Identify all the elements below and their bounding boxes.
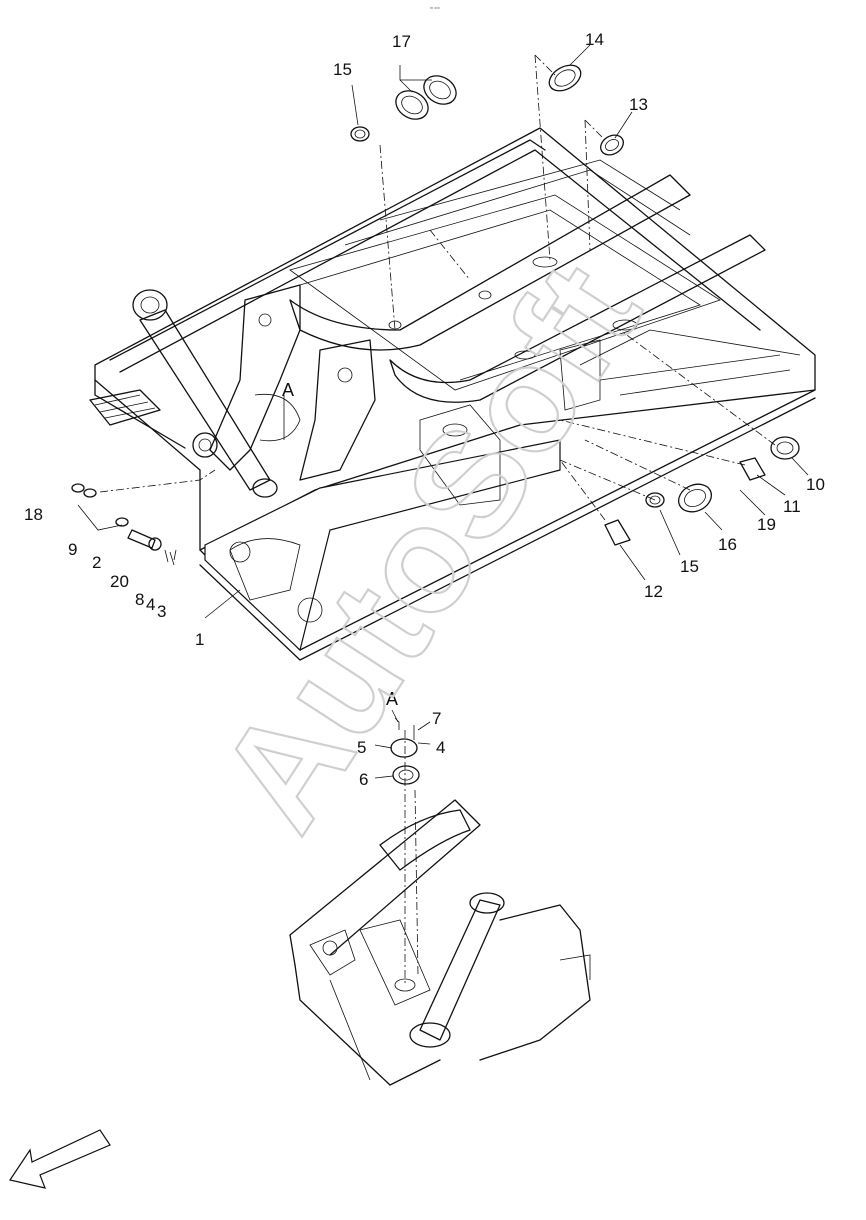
main-frame [89, 127, 816, 661]
callout-5: 5 [357, 738, 366, 757]
callout-15-lower: 15 [680, 557, 699, 576]
callout-8: 8 [135, 590, 144, 609]
callout-7: 7 [432, 709, 441, 728]
callout-19: 19 [757, 515, 776, 534]
callout-14: 14 [585, 30, 604, 49]
callout-4: 4 [146, 595, 155, 614]
callout-1: 1 [195, 630, 204, 649]
callout-15-upper: 15 [333, 60, 352, 79]
callout-9: 9 [68, 540, 77, 559]
callout-12: 12 [644, 582, 663, 601]
top-mark: ᵐ ᵒᵒᵒ [430, 6, 440, 12]
front-arrow-icon [9, 1129, 111, 1189]
callout-17: 17 [392, 32, 411, 51]
callout-20: 20 [110, 572, 129, 591]
detail-marker-main: A [282, 380, 294, 400]
callout-11: 11 [783, 497, 801, 516]
callout-16: 16 [718, 535, 737, 554]
callout-18: 18 [24, 505, 43, 524]
callout-leaders [204, 44, 809, 779]
callout-13: 13 [629, 95, 648, 114]
callout-2: 2 [92, 553, 101, 572]
detail-marker-view: A [386, 689, 398, 709]
callouts: 1 2 3 4 4 5 6 7 8 9 10 11 12 13 14 15 15… [24, 30, 825, 789]
callout-4-detail: 4 [436, 738, 445, 757]
callout-6: 6 [359, 770, 368, 789]
small-parts [71, 64, 800, 785]
callout-10: 10 [806, 475, 825, 494]
callout-3: 3 [157, 602, 166, 621]
dash-leaders [99, 54, 776, 985]
